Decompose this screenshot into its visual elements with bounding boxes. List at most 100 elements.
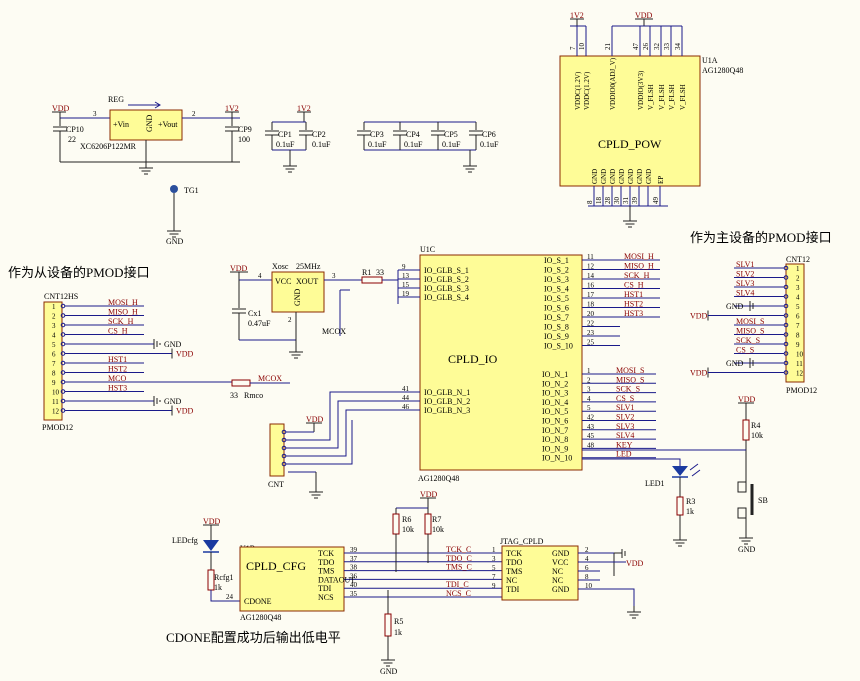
- cnt12hs-part: PMOD12: [42, 423, 73, 432]
- cnt12-pin-num-2: 2: [796, 275, 800, 283]
- cp2-value: 0.1uF: [312, 140, 331, 149]
- cnt12hs-pin-num-10: 10: [52, 389, 60, 397]
- r7-body: [424, 513, 432, 535]
- cnt-pin-5: [281, 461, 287, 467]
- cnt12hs-pin-num-8: 8: [52, 370, 56, 378]
- r7-ref: R7: [432, 515, 441, 524]
- jtag-right-vcc-2: VCC: [552, 558, 568, 567]
- u1c-io-n-10: IO_N_10: [542, 454, 572, 463]
- u1a-bot-pin-6: GND: [636, 169, 644, 184]
- cnt-header-block: VDD CNT: [268, 391, 420, 499]
- slave-pmod-title: 作为从设备的PMOD接口: [8, 265, 150, 280]
- u1c-net-hst3: HST3: [624, 309, 643, 318]
- u1a-bot-pin-8: EP: [657, 176, 665, 184]
- u1c-io-n-num-9: 48: [587, 441, 595, 449]
- u1c-io-n-8: IO_N_8: [542, 435, 568, 444]
- r4-vdd: VDD: [738, 395, 756, 404]
- u1c-io-n-num-1: 1: [587, 367, 591, 375]
- jtag-net-tms-c: TMS_C: [446, 563, 472, 572]
- osc-vcc: VCC: [275, 277, 291, 286]
- u1c-glb-s-3: IO_GLB_S_3: [424, 284, 469, 293]
- jtag-right-num-6: 6: [585, 564, 589, 572]
- u1c-io-n-num-6: 42: [587, 414, 595, 422]
- u1c-io-s-3: IO_S_3: [544, 275, 569, 284]
- jtag-net-tck-c: TCK_C: [446, 545, 471, 554]
- u1c-glb-s-1: IO_GLB_S_1: [424, 266, 469, 275]
- osc-pin-4: 4: [258, 272, 262, 280]
- cp10-ref: CP10: [66, 125, 84, 134]
- u1c-io-s-num-4: 16: [587, 282, 595, 290]
- cp6-ref: CP6: [482, 130, 496, 139]
- cnt12-pin-num-12: 12: [796, 370, 804, 378]
- sb-gnd: GND: [738, 545, 756, 554]
- u1c-glb-s-2: IO_GLB_S_2: [424, 275, 469, 284]
- u1a-pin-num-7: 33: [663, 43, 671, 51]
- vdd-label: VDD: [52, 104, 70, 113]
- oscillator-block: VDD 4 Cx1 0.47uF Xosc 25MHz VCC XOUT GND…: [230, 262, 422, 359]
- cnt12-gnd-5: GND: [726, 302, 744, 311]
- u1a-bot-num-5: 31: [622, 197, 630, 205]
- u1c-io-n-num-7: 43: [587, 423, 595, 431]
- cnt12hs-net-hst3: HST3: [108, 384, 127, 393]
- r5-ref: R5: [394, 617, 403, 626]
- u1c-io-s-num-8: 22: [587, 320, 595, 328]
- jtag-body: [501, 545, 579, 601]
- cnt12-net-slv4: SLV4: [736, 289, 754, 298]
- u1a-v12: 1V2: [570, 11, 584, 20]
- jtag-left-tdo-2: TDO: [506, 558, 523, 567]
- u1b-pin-tms: TMS: [318, 567, 334, 576]
- r5-gnd: GND: [380, 667, 398, 676]
- r3-ref: R3: [686, 497, 695, 506]
- u1a-bot-pin-1: GND: [591, 169, 599, 184]
- u1c-net-led: LED: [616, 450, 632, 459]
- cnt12-ref: CNT12: [786, 255, 810, 264]
- u1a-pin-3: VDDIO0(ADJ_V): [609, 57, 617, 110]
- jtag-right-num-2: 2: [585, 546, 589, 554]
- jtag-vdd: VDD: [626, 559, 644, 568]
- cnt12hs-pin-num-11: 11: [52, 398, 59, 406]
- cnt12hs-net-cs-h: CS_H: [108, 327, 128, 336]
- jtag-net-ncs-c: NCS_C: [446, 589, 471, 598]
- cnt12hs-pin-num-3: 3: [52, 322, 56, 330]
- reg-part: XC6206P122MR: [80, 142, 137, 151]
- jtag-net-tdi-c: TDI_C: [446, 580, 469, 589]
- r4-body: [742, 419, 750, 441]
- cnt12-pin-num-5: 5: [796, 303, 800, 311]
- u1c-net-mosi-h: MOSI_H: [624, 252, 654, 261]
- r7-value: 10k: [432, 525, 444, 534]
- rmco-net: MCOX: [258, 374, 282, 383]
- u1b-pin-num-37: 37: [350, 555, 358, 563]
- r4-ref: R4: [751, 421, 760, 430]
- u1c-net-miso-s: MISO_S: [616, 375, 644, 384]
- osc-xout: XOUT: [296, 277, 318, 286]
- u1a-power-block: 1V2 VDD VDDC(1.2V)7VDDC(1.2V)10VDDIO0(AD…: [559, 11, 743, 228]
- cnt12hs-pin-num-5: 5: [52, 341, 56, 349]
- u1c-glb-n-3: IO_GLB_N_3: [424, 406, 470, 415]
- cnt12hs-pin-num-4: 4: [52, 332, 56, 340]
- cnt12hs-net-hst1: HST1: [108, 355, 127, 364]
- osc-gnd: GND: [293, 288, 302, 306]
- u1a-bot-pin-7: GND: [645, 169, 653, 184]
- cnt12-net-mosi-s: MOSI_S: [736, 317, 764, 326]
- u1a-pin-num-4: 47: [632, 43, 640, 51]
- cdone-pin: 24: [226, 593, 234, 601]
- cnt12hs-pin-num-7: 7: [52, 360, 56, 368]
- u1b-pin-tdi: TDI: [318, 584, 332, 593]
- cnt12-vdd-6: VDD: [690, 312, 708, 321]
- cp4-ref: CP4: [406, 130, 420, 139]
- u1b-pin-num-38: 38: [350, 564, 358, 572]
- u1a-bot-pin-4: GND: [618, 169, 626, 184]
- cnt12-net-sck-s: SCK_S: [736, 336, 760, 345]
- cnt12-pin-num-10: 10: [796, 351, 804, 359]
- led1-ref: LED1: [645, 479, 665, 488]
- cnt-pin-1: [281, 429, 287, 435]
- cp5-ref: CP5: [444, 130, 458, 139]
- u1a-bot-num-8: 49: [652, 197, 660, 205]
- u1c-io-s-num-7: 20: [587, 310, 595, 318]
- u1a-bot-num-3: 28: [604, 197, 612, 205]
- u1a-pin-6: V_FLSH: [658, 84, 666, 110]
- jtag-left-num-7: 7: [492, 573, 496, 581]
- u1c-io-n-4: IO_N_4: [542, 398, 568, 407]
